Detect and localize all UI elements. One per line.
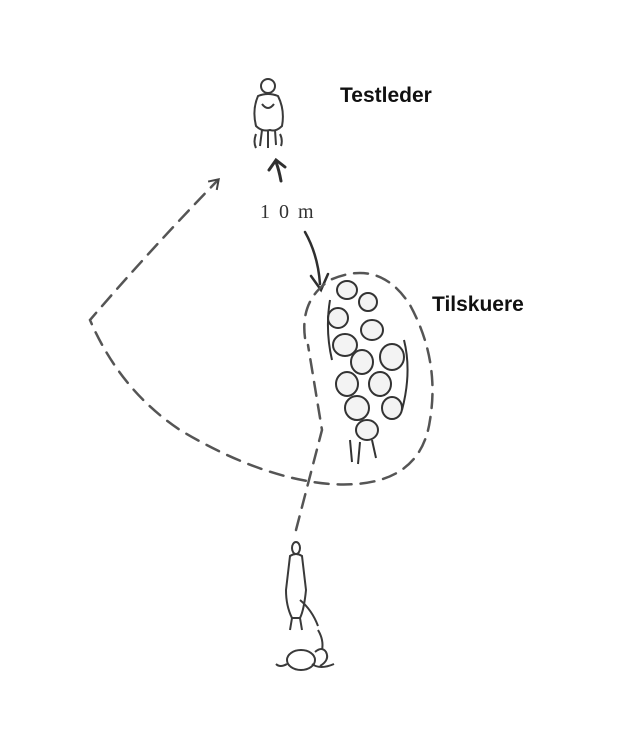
short-up-arrow	[269, 160, 285, 181]
spectators-label: Tilskuere	[432, 293, 524, 317]
test-leader-figure	[254, 79, 283, 148]
spectator-crowd	[328, 281, 408, 464]
test-leader-label: Testleder	[340, 84, 432, 108]
curved-down-arrow	[305, 232, 328, 290]
handler-with-dog-figure	[276, 542, 334, 670]
distance-label: 1 0 m	[260, 201, 316, 224]
